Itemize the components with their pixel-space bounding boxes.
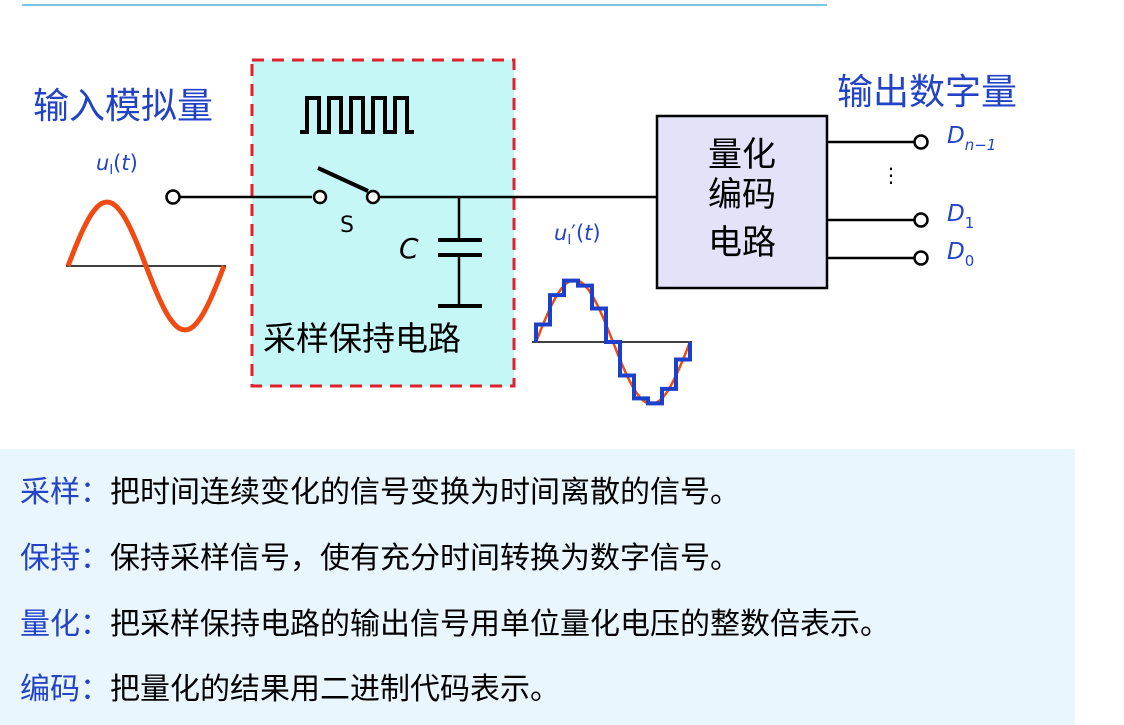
quantize-encode-block bbox=[655, 114, 829, 290]
input-terminal bbox=[165, 189, 181, 205]
adc-diagram: S C 采样保持电路 输入模拟量 输出数字量 uI(t) uI′(t) 量化 编… bbox=[33, 58, 1017, 406]
note-colon: ： bbox=[80, 672, 110, 707]
note-colon: ： bbox=[80, 475, 110, 510]
switch-contact-right bbox=[365, 189, 381, 205]
note-colon: ： bbox=[80, 607, 110, 642]
output-digital-label: 输出数字量 bbox=[837, 72, 1017, 113]
switch-label: S bbox=[340, 213, 354, 238]
switch-contact-left bbox=[312, 189, 328, 205]
note-text-encoding: 把量化的结果用二进制代码表示。 bbox=[110, 672, 560, 707]
output-ellipsis: ⋮ bbox=[881, 163, 901, 187]
input-sine-wave bbox=[65, 199, 227, 333]
note-term-sampling: 采样 bbox=[20, 475, 80, 510]
definitions-panel: 采样：把时间连续变化的信号变换为时间离散的信号。 保持：保持采样信号，使有充分时… bbox=[0, 449, 1075, 725]
switch-blade bbox=[317, 166, 369, 193]
output-terminal-d1 bbox=[913, 212, 929, 228]
output-label-d1: D1 bbox=[947, 201, 974, 232]
note-term-quantization: 量化 bbox=[20, 607, 80, 642]
sample-hold-label: 采样保持电路 bbox=[263, 319, 461, 358]
sampling-pulse-train bbox=[300, 96, 414, 134]
output-label-dn1: Dn−1 bbox=[947, 123, 996, 154]
note-encoding: 编码：把量化的结果用二进制代码表示。 bbox=[20, 670, 560, 710]
output-label-d0: D0 bbox=[947, 239, 974, 270]
output-terminal-dn1 bbox=[913, 134, 929, 150]
top-divider bbox=[22, 4, 827, 6]
quantize-block-line-2: 编码 bbox=[708, 175, 776, 215]
note-colon: ： bbox=[80, 541, 110, 576]
note-term-encoding: 编码 bbox=[20, 672, 80, 707]
note-quantization: 量化：把采样保持电路的输出信号用单位量化电压的整数倍表示。 bbox=[20, 605, 890, 645]
note-text-holding: 保持采样信号，使有充分时间转换为数字信号。 bbox=[110, 541, 740, 576]
note-holding: 保持：保持采样信号，使有充分时间转换为数字信号。 bbox=[20, 539, 740, 579]
quantize-block-line-3: 电路 bbox=[708, 223, 776, 263]
note-text-sampling: 把时间连续变化的信号变换为时间离散的信号。 bbox=[110, 475, 740, 510]
held-staircase-wave bbox=[534, 278, 692, 406]
input-analog-label: 输入模拟量 bbox=[33, 86, 213, 127]
note-text-quantization: 把采样保持电路的输出信号用单位量化电压的整数倍表示。 bbox=[110, 607, 890, 642]
output-terminal-d0 bbox=[913, 250, 929, 266]
note-term-holding: 保持 bbox=[20, 541, 80, 576]
held-signal-label: uI′(t) bbox=[554, 221, 601, 248]
quantize-block-line-1: 量化 bbox=[708, 135, 776, 175]
input-signal-label: uI(t) bbox=[96, 151, 138, 178]
capacitor-label: C bbox=[399, 232, 419, 265]
note-sampling: 采样：把时间连续变化的信号变换为时间离散的信号。 bbox=[20, 473, 740, 513]
